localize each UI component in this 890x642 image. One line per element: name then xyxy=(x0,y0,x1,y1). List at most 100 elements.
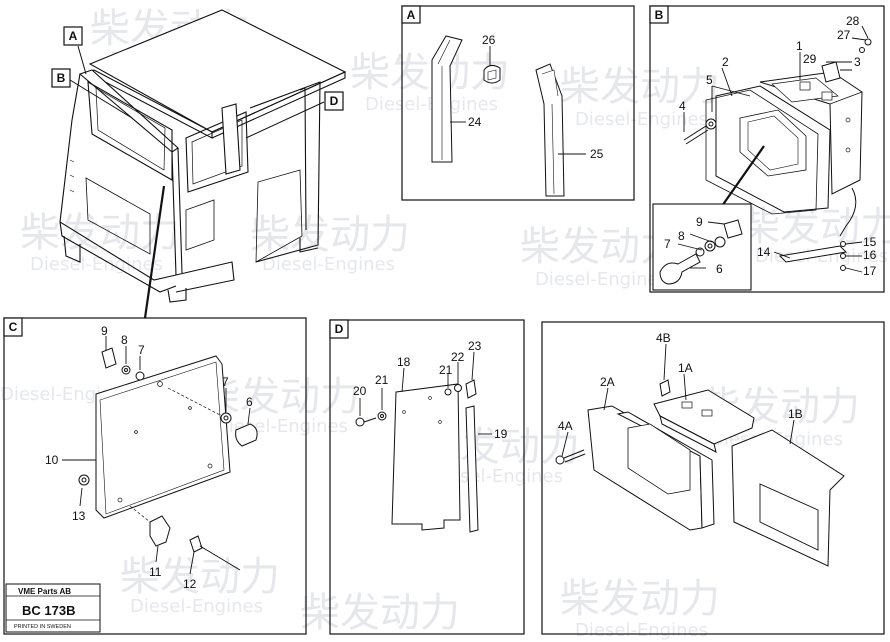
callout-d19: 19 xyxy=(494,427,508,441)
cab-label-D[interactable]: D xyxy=(324,91,344,111)
callout-c6: 6 xyxy=(246,395,253,409)
part-24-trim-strip xyxy=(431,35,463,163)
callout-1: 1 xyxy=(796,39,803,53)
svg-text:D: D xyxy=(330,94,339,108)
svg-text:Diesel-Engines: Diesel-Engines xyxy=(430,466,563,487)
callout-14: 14 xyxy=(757,245,771,259)
watermark-5: 柴发动力 Diesel-Engines xyxy=(250,212,410,275)
cab-overview xyxy=(59,9,347,303)
svg-text:Diesel-Engines: Diesel-Engines xyxy=(130,596,263,617)
callout-29: 29 xyxy=(803,52,817,66)
svg-text:柴发动力: 柴发动力 xyxy=(250,212,410,258)
svg-text:Diesel-Engines: Diesel-Engines xyxy=(30,254,163,275)
callout-8-inset: 8 xyxy=(678,229,685,243)
watermark-12: 柴发动力 xyxy=(300,590,460,636)
footer-code: BC 173B xyxy=(22,603,75,618)
callout-6-inset: 6 xyxy=(716,262,723,276)
svg-text:柴发动力: 柴发动力 xyxy=(350,50,510,96)
callout-27: 27 xyxy=(837,28,851,42)
inset-parts xyxy=(659,219,743,285)
callout-c13: 13 xyxy=(72,509,86,523)
part-10-plate xyxy=(95,355,231,519)
callout-25: 25 xyxy=(590,147,604,161)
callout-26: 26 xyxy=(482,33,496,47)
svg-text:柴发动力: 柴发动力 xyxy=(200,374,360,420)
callout-c8: 8 xyxy=(121,333,128,347)
callout-1A: 1A xyxy=(678,361,693,375)
cab-label-B[interactable]: B xyxy=(51,68,71,88)
footer-box: VME Parts AB BC 173B PRINTED IN SWEDEN xyxy=(5,583,101,633)
callout-2A: 2A xyxy=(600,375,615,389)
callout-c10: 10 xyxy=(45,453,59,467)
callout-d21-right: 21 xyxy=(439,363,453,377)
callout-c11: 11 xyxy=(149,565,162,579)
part-5-gasket xyxy=(705,89,819,215)
svg-text:A: A xyxy=(69,29,78,43)
panel-d-label: D xyxy=(335,322,344,336)
callout-4: 4 xyxy=(679,99,686,113)
part-13-washer xyxy=(78,474,90,486)
callout-d22: 22 xyxy=(451,350,465,364)
svg-text:Diesel-Engines: Diesel-Engines xyxy=(215,416,348,437)
watermark-3: 柴发动力 Diesel-Engines xyxy=(560,64,720,130)
part-3-knob xyxy=(821,38,872,83)
svg-text:柴发动力: 柴发动力 xyxy=(560,64,720,110)
panel-d: D xyxy=(329,319,525,635)
footer-brand: VME Parts AB xyxy=(18,587,71,596)
callout-15: 15 xyxy=(863,235,877,249)
cab-label-A[interactable]: A xyxy=(63,26,83,46)
panel-e: 4B 1A 2A 4A 1B xyxy=(541,321,885,635)
callout-c12: 12 xyxy=(183,577,197,591)
callout-9-inset: 9 xyxy=(696,215,703,229)
cab-callouts xyxy=(69,45,325,319)
part-1-housing xyxy=(759,71,863,195)
svg-text:Diesel-Engines: Diesel-Engines xyxy=(575,620,708,641)
callout-3: 3 xyxy=(854,55,861,69)
callout-d20: 20 xyxy=(353,384,367,398)
part-25-trim-strip xyxy=(535,63,565,197)
panel-b-label: B xyxy=(655,8,664,22)
svg-text:Diesel-Engines: Diesel-Engines xyxy=(365,94,498,115)
callout-2: 2 xyxy=(722,55,729,69)
part-9-nut xyxy=(723,219,743,239)
footer-printed: PRINTED IN SWEDEN xyxy=(14,624,71,630)
part-2A-cover xyxy=(587,405,715,531)
panel-a-label: A xyxy=(407,8,416,22)
part-11-bracket xyxy=(129,505,171,547)
callout-c9: 9 xyxy=(101,324,108,338)
svg-text:B: B xyxy=(57,71,66,85)
watermark-11: 柴发动力 Diesel-Engines xyxy=(120,554,280,617)
callout-16: 16 xyxy=(863,248,877,262)
svg-text:Diesel-Engines: Diesel-Engines xyxy=(262,254,395,275)
callout-c7-top: 7 xyxy=(138,343,145,357)
part-12-pin xyxy=(189,535,241,571)
svg-text:柴发动力: 柴发动力 xyxy=(560,576,720,622)
svg-text:Diesel-Engines: Diesel-Engines xyxy=(575,109,708,130)
callout-5: 5 xyxy=(706,73,713,87)
svg-text:柴发动力: 柴发动力 xyxy=(300,590,460,636)
callout-c7-right: 7 xyxy=(222,375,229,389)
callout-28: 28 xyxy=(846,14,860,28)
callout-d23: 23 xyxy=(468,339,482,353)
callout-4B: 4B xyxy=(656,331,671,345)
panel-c-label: C xyxy=(9,320,18,334)
part-26-clip xyxy=(483,64,501,84)
watermark-13: 柴发动力 Diesel-Engines xyxy=(560,576,720,641)
part-2-cover xyxy=(715,85,831,213)
part-4A-screw xyxy=(555,449,586,465)
watermark-1: 柴发动力 Diesel-Engines xyxy=(350,50,510,115)
callout-4A: 4A xyxy=(558,419,573,433)
svg-text:Diesel-Engines: Diesel-Engines xyxy=(535,269,668,290)
part-1A-housing xyxy=(653,379,755,453)
cable xyxy=(839,187,857,237)
part-19-seal-strip xyxy=(465,405,479,533)
svg-text:柴发动力: 柴发动力 xyxy=(740,204,890,250)
callout-17: 17 xyxy=(863,264,877,278)
panel-b: B xyxy=(649,5,885,293)
part-1B-panel xyxy=(731,429,845,567)
panel-c: C xyxy=(3,317,307,635)
svg-text:柴发动力: 柴发动力 xyxy=(20,210,180,256)
d-fasteners xyxy=(355,379,477,427)
part-4-screw xyxy=(683,118,717,145)
